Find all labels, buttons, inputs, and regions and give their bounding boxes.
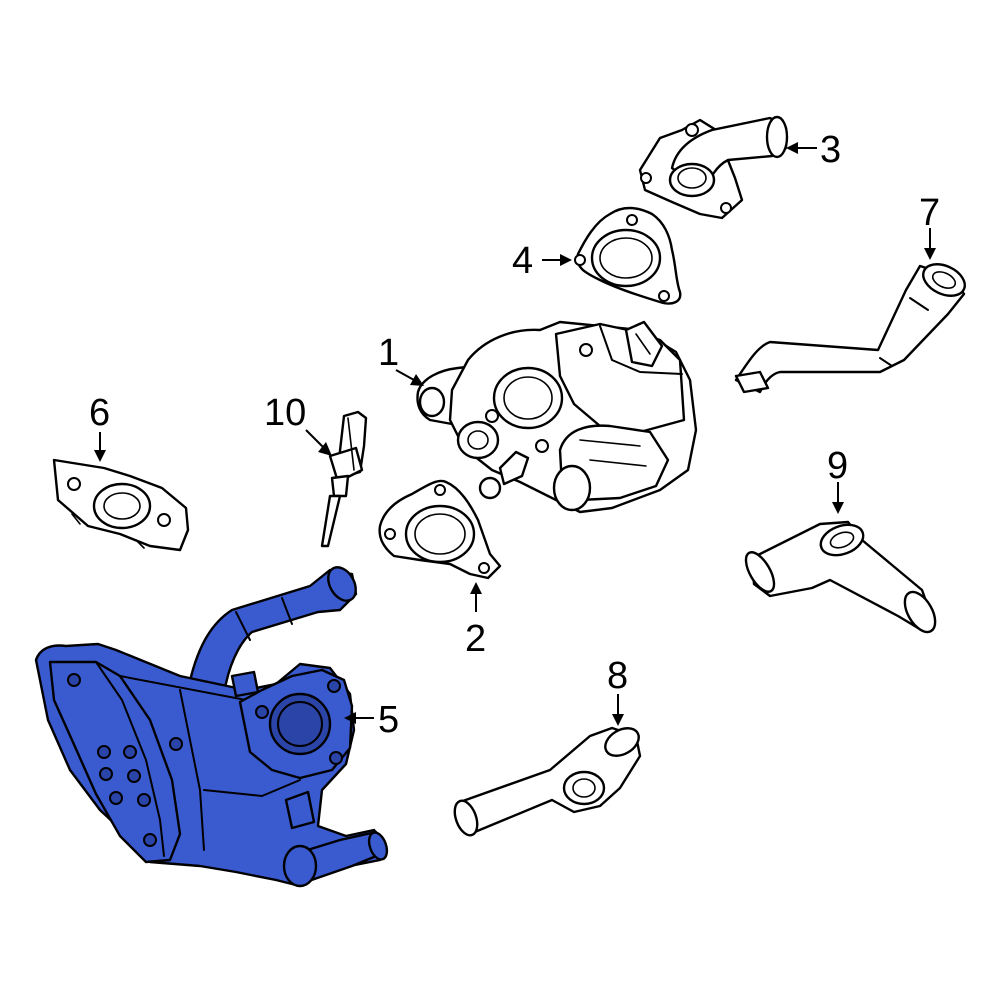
callout-6: 6 xyxy=(89,392,110,462)
part-7-water-pipe[interactable] xyxy=(734,258,970,394)
callout-9-label: 9 xyxy=(827,445,848,487)
callout-7-label: 7 xyxy=(919,192,940,234)
callout-7: 7 xyxy=(919,192,940,260)
callout-8: 8 xyxy=(607,655,628,726)
callout-6-label: 6 xyxy=(89,392,110,434)
callout-10-label: 10 xyxy=(264,392,306,434)
part-8-hose[interactable] xyxy=(450,723,643,839)
part-4-gasket[interactable] xyxy=(574,206,682,305)
callout-3-label: 3 xyxy=(820,129,841,171)
callout-10: 10 xyxy=(264,392,332,456)
part-1-egr-valve[interactable] xyxy=(416,320,698,514)
callout-2-label: 2 xyxy=(465,618,486,660)
callout-8-label: 8 xyxy=(607,655,628,697)
part-3-outlet-pipe[interactable] xyxy=(638,115,789,220)
part-10-temperature-sensor[interactable] xyxy=(320,410,368,548)
part-2-gasket[interactable] xyxy=(378,479,502,580)
callout-5: 5 xyxy=(344,699,399,741)
callout-4-label: 4 xyxy=(512,240,533,282)
callout-1-label: 1 xyxy=(378,332,399,374)
part-5-egr-cooler[interactable] xyxy=(34,562,390,888)
callout-9: 9 xyxy=(827,445,848,514)
callout-5-label: 5 xyxy=(378,699,399,741)
callout-1: 1 xyxy=(378,332,424,386)
part-6-gasket-plate[interactable] xyxy=(52,458,190,552)
part-9-hose[interactable] xyxy=(740,519,941,637)
callout-3: 3 xyxy=(786,129,841,171)
callout-4: 4 xyxy=(512,240,572,282)
callout-2: 2 xyxy=(465,582,486,660)
